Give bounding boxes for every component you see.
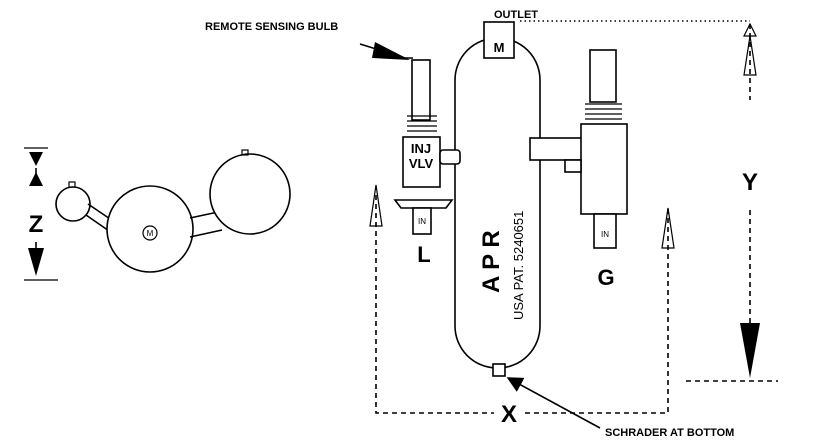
- schrader-pointer: [506, 377, 601, 429]
- y-bottom-arrow: [740, 323, 760, 378]
- outlet-m-label: M: [494, 40, 505, 55]
- large-bulb-tab: [241, 149, 249, 156]
- y-top-arrow: [743, 35, 757, 76]
- schrader-label: SCHRADER AT BOTTOM: [605, 427, 734, 439]
- z-label: Z: [29, 211, 44, 238]
- x-left-arrow: [369, 184, 383, 227]
- schrader-valve: [492, 363, 506, 377]
- top-view-m-label: M: [147, 229, 154, 238]
- g-side-nub: [564, 159, 582, 173]
- z-lower-arrow: [28, 248, 44, 276]
- g-valve-body: [580, 123, 628, 215]
- x-label: X: [501, 401, 517, 428]
- gas-valve: IN G: [529, 49, 628, 290]
- y-label: Y: [742, 169, 758, 196]
- left-inlet-port: [412, 207, 432, 235]
- z-upper-arrow-down: [29, 152, 43, 166]
- x-left-dashed: [375, 195, 494, 414]
- small-bulb-circle: [55, 186, 91, 222]
- x-right-arrow: [661, 207, 675, 249]
- g-spring: [585, 103, 622, 120]
- inj-valve-body: [402, 136, 441, 188]
- bulb-tube: [411, 59, 431, 121]
- apr-vessel: [454, 37, 541, 369]
- patent-label: USA PAT. 5240651: [511, 211, 526, 320]
- right-in-label: IN: [601, 230, 609, 239]
- inj-spring: [407, 115, 437, 132]
- inj-connector: [439, 149, 461, 165]
- receiver-circle: [106, 185, 194, 273]
- g-connector-pipe: [529, 137, 586, 161]
- x-right-dashed: [525, 205, 669, 414]
- large-bulb-circle: [209, 153, 291, 235]
- outlet-fitting: [483, 21, 515, 59]
- small-bulb-tab: [68, 181, 76, 188]
- z-upper-arrow-up: [29, 172, 43, 186]
- apr-label: A P R: [478, 230, 505, 293]
- g-label: G: [597, 265, 614, 290]
- top-view: M Z: [24, 147, 291, 281]
- injection-valve: INJ VLV IN L: [393, 59, 461, 267]
- remote-sensing-bulb-label: REMOTE SENSING BULB: [205, 21, 338, 33]
- left-in-label: IN: [418, 217, 426, 226]
- inj-label: INJ: [411, 141, 431, 156]
- outlet-label: OUTLET: [494, 9, 538, 21]
- vlv-label: VLV: [409, 156, 434, 171]
- bulb-pointer-arrow: [372, 42, 410, 60]
- right-inlet-port: [593, 213, 617, 249]
- l-label: L: [417, 242, 430, 267]
- right-connector: [189, 211, 223, 238]
- inj-flange: [393, 199, 454, 209]
- g-top-stem: [589, 49, 617, 103]
- receiver-center-circle: [142, 225, 158, 241]
